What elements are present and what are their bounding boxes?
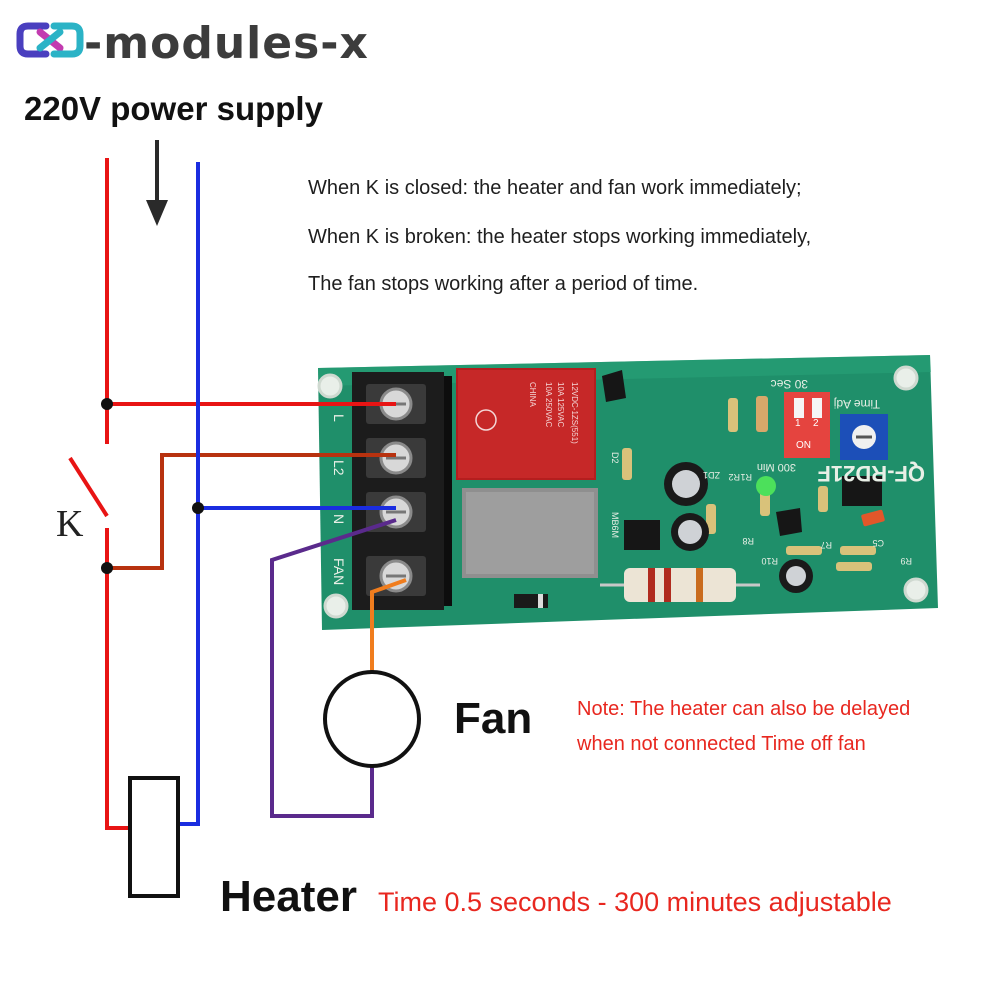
diode <box>514 594 548 608</box>
dip-label-1: 1 <box>795 418 801 429</box>
capacitors <box>664 462 813 593</box>
led-indicator <box>756 476 776 496</box>
dip-switch <box>784 392 830 458</box>
junction-dot <box>192 502 204 514</box>
svg-text:R7: R7 <box>820 540 832 550</box>
relay-text-2: 10A 250VAC <box>544 382 553 427</box>
relay-module-board: L L2 N FAN CHINA 10A 250VAC 10A 125VAC 1… <box>317 355 938 630</box>
switch-k-blade <box>68 456 109 518</box>
fan-return-wire <box>270 518 397 818</box>
dip-on-label: ON <box>796 440 811 451</box>
time-adjust-label: Time Adj <box>834 397 880 411</box>
terminal-block <box>352 372 452 610</box>
relay-text-3: 10A 125VAC <box>556 382 565 427</box>
sec-label: 30 Sec <box>771 377 808 391</box>
switch-label: K <box>56 503 84 545</box>
terminal-label-l: L <box>331 414 347 422</box>
brand-name: -modules-x <box>84 18 369 69</box>
description-line-2: When K is broken: the heater stops worki… <box>308 226 812 248</box>
svg-text:R10: R10 <box>761 556 778 566</box>
down-arrow-icon <box>146 140 168 226</box>
heater-symbol <box>128 776 180 898</box>
dip-label-2: 2 <box>813 418 819 429</box>
junction-dot <box>101 562 113 574</box>
svg-text:D2: D2 <box>610 452 620 464</box>
part-designators: D2 ZD1 R1 R2 R7 R8 R9 R10 C5 <box>610 452 912 566</box>
fan-symbol <box>323 670 421 768</box>
junction-dot <box>101 398 113 410</box>
switched-wire <box>107 453 396 570</box>
terminal-screw-l2 <box>366 438 426 478</box>
bridge-label: MB6M <box>610 512 620 538</box>
svg-text:R9: R9 <box>900 556 912 566</box>
terminal-label-n: N <box>331 514 347 524</box>
transistor-2 <box>776 508 802 536</box>
tantalum-capacitor <box>861 509 885 527</box>
min-label: 300 Min <box>757 461 796 473</box>
x-logo-icon <box>16 22 84 58</box>
neutral-wire <box>178 162 396 826</box>
relay-text-1: CHINA <box>528 382 537 408</box>
terminal-label-l2: L2 <box>331 460 347 476</box>
svg-text:C5: C5 <box>872 538 884 548</box>
description-line-1: When K is closed: the heater and fan wor… <box>308 177 802 199</box>
time-range-note: Time 0.5 seconds - 300 minutes adjustabl… <box>378 887 892 917</box>
relay-text-4: 12VDC-1ZS(551) <box>570 382 579 444</box>
heater-label: Heater <box>220 872 357 921</box>
fan-feed-wire <box>370 578 407 672</box>
svg-text:R1: R1 <box>740 472 752 482</box>
svg-text:R2: R2 <box>728 472 740 482</box>
optocoupler-ic <box>842 476 882 506</box>
power-resistor <box>600 568 760 602</box>
terminal-screw-fan <box>366 556 426 596</box>
svg-text:ZD1: ZD1 <box>703 470 720 480</box>
svg-text:R8: R8 <box>742 536 754 546</box>
description-line-3: The fan stops working after a period of … <box>308 273 699 295</box>
supply-label: 220V power supply <box>24 90 323 127</box>
transistor <box>602 370 626 402</box>
terminal-screw-n <box>366 492 426 532</box>
terminal-label-fan: FAN <box>331 558 347 585</box>
note-line-2: when not connected Time off fan <box>577 733 866 755</box>
model-label: QF-RD21F <box>817 461 925 486</box>
note-line-1: Note: The heater can also be delayed <box>577 698 911 720</box>
relay: CHINA 10A 250VAC 10A 125VAC 12VDC-1ZS(55… <box>456 368 596 480</box>
live-wire <box>105 158 396 830</box>
fan-label: Fan <box>454 694 533 743</box>
time-adjust-potentiometer <box>840 414 888 460</box>
bridge-rectifier <box>624 520 660 550</box>
